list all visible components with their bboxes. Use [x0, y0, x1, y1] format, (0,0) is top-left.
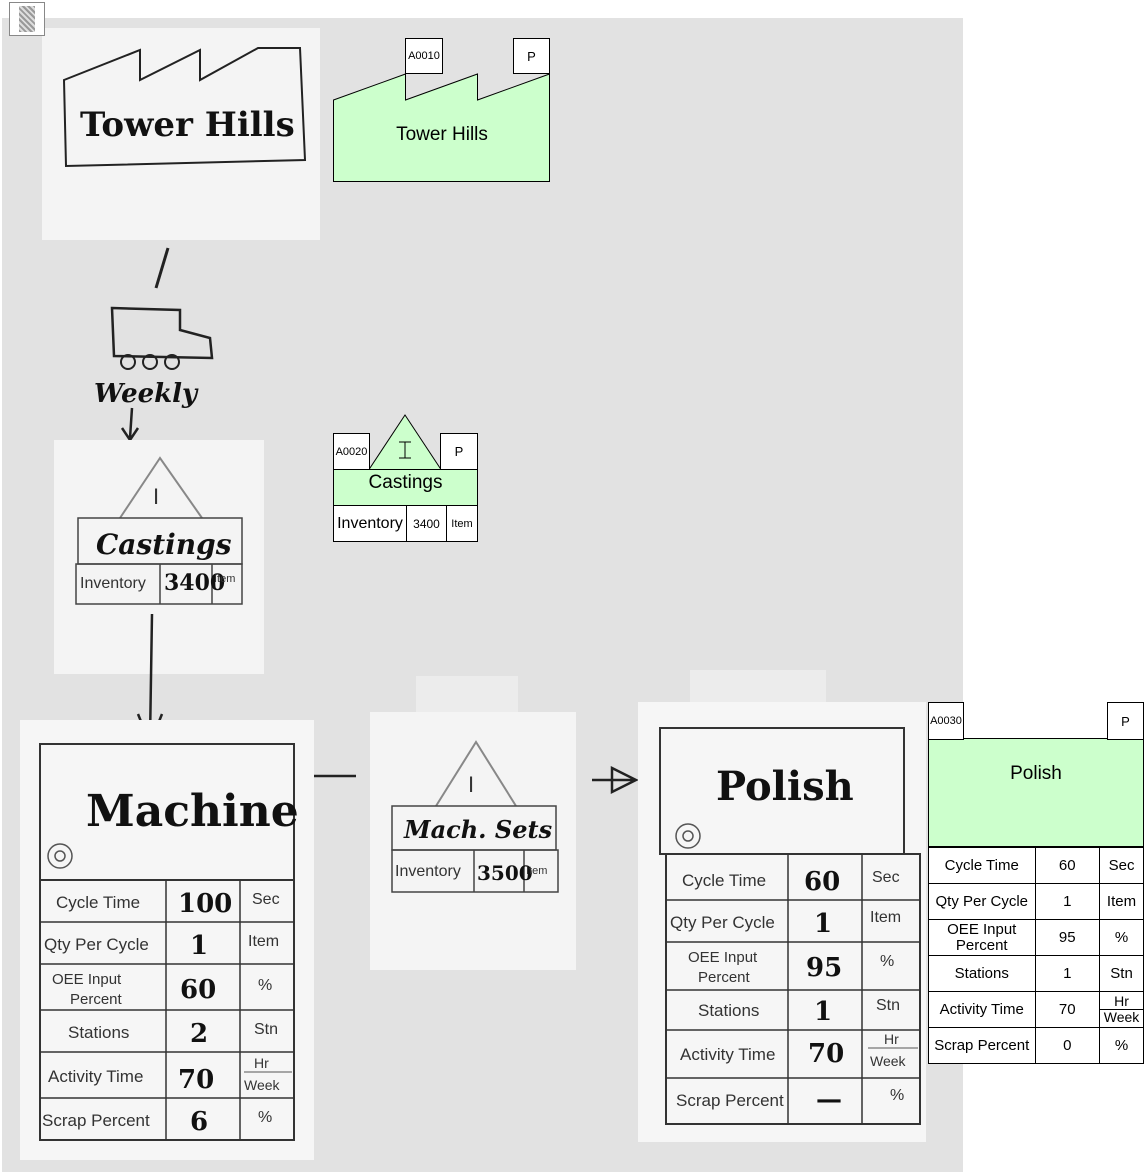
svg-text:Percent: Percent: [70, 991, 123, 1008]
photo-mach-sets-note: I Mach. Sets Inventory 3500 Item: [370, 676, 576, 970]
svg-text:Castings: Castings: [96, 528, 232, 561]
table-row: OEE Input Percent 95 %: [929, 920, 1144, 956]
svg-text:Activity Time: Activity Time: [680, 1045, 775, 1064]
row-value: 95: [1035, 920, 1100, 956]
svg-text:Qty Per Cycle: Qty Per Cycle: [670, 913, 775, 932]
row-label: Stations: [929, 956, 1036, 992]
row-value: 1: [1035, 884, 1100, 920]
inventory-unit: Item: [446, 505, 478, 542]
svg-text:Week: Week: [244, 1077, 281, 1093]
process-header: [928, 738, 1144, 847]
row-unit: %: [1100, 920, 1144, 956]
svg-text:Sec: Sec: [872, 869, 900, 886]
picture-icon: [9, 2, 45, 36]
svg-text:%: %: [890, 1087, 904, 1104]
process-data-table: Cycle Time 60 Sec Qty Per Cycle 1 Item O…: [928, 847, 1144, 1064]
svg-text:Stations: Stations: [68, 1023, 129, 1042]
row-label: Scrap Percent: [929, 1028, 1036, 1064]
svg-text:3500: 3500: [477, 861, 533, 885]
photo-weekly-label: Weekly: [94, 379, 199, 409]
svg-text:60: 60: [180, 975, 216, 1005]
svg-text:Hr: Hr: [884, 1031, 899, 1047]
supplier-flag-tag: P: [513, 38, 550, 74]
photo-machine-note: Machine Cycle Time 100 Sec Qty Per Cycle…: [20, 720, 314, 1160]
svg-text:Sec: Sec: [252, 891, 280, 908]
inventory-flag-tag: P: [440, 433, 478, 470]
svg-text:Inventory: Inventory: [395, 863, 461, 880]
row-unit: Sec: [1100, 848, 1144, 884]
svg-text:%: %: [258, 1109, 272, 1126]
svg-text:OEE Input: OEE Input: [52, 971, 122, 988]
svg-text:Polish: Polish: [716, 763, 854, 810]
svg-text:Item: Item: [870, 909, 901, 926]
photo-supplier-name: Tower Hills: [80, 105, 295, 145]
svg-text:Item: Item: [214, 573, 235, 585]
table-row: Qty Per Cycle 1 Item: [929, 884, 1144, 920]
unit-bottom: Week: [1100, 1009, 1143, 1025]
row-label: Activity Time: [929, 992, 1036, 1028]
svg-text:Scrap Percent: Scrap Percent: [676, 1091, 784, 1110]
row-label: Qty Per Cycle: [929, 884, 1036, 920]
svg-text:60: 60: [804, 867, 840, 897]
svg-text:OEE Input: OEE Input: [688, 949, 758, 966]
row-value: 70: [1035, 992, 1100, 1028]
row-value: 1: [1035, 956, 1100, 992]
table-row: Stations 1 Stn: [929, 956, 1144, 992]
svg-text:I: I: [153, 484, 159, 509]
svg-text:1: 1: [190, 931, 208, 961]
svg-text:%: %: [880, 953, 894, 970]
svg-text:Mach. Sets: Mach. Sets: [403, 815, 553, 844]
row-value: 60: [1035, 848, 1100, 884]
table-row: Scrap Percent 0 %: [929, 1028, 1144, 1064]
inventory-value: 3400: [406, 505, 447, 542]
table-row: Cycle Time 60 Sec: [929, 848, 1144, 884]
svg-text:Week: Week: [870, 1053, 907, 1069]
supplier-id-tag: A0010: [405, 38, 443, 74]
svg-text:Stn: Stn: [876, 997, 900, 1014]
row-label: Cycle Time: [929, 848, 1036, 884]
svg-text:Stn: Stn: [254, 1021, 278, 1038]
svg-text:Cycle Time: Cycle Time: [682, 871, 766, 890]
svg-text:Machine: Machine: [86, 786, 299, 837]
inventory-name: Castings: [333, 472, 478, 494]
row-label: OEE Input Percent: [929, 920, 1036, 956]
svg-text:Inventory: Inventory: [80, 575, 146, 592]
svg-text:2: 2: [190, 1019, 208, 1049]
svg-text:Item: Item: [526, 865, 547, 877]
row-unit: Hr Week: [1100, 992, 1144, 1028]
svg-text:Item: Item: [248, 933, 279, 950]
photo-polish-note: Polish Cycle Time 60 Sec Qty Per Cycle 1…: [638, 670, 926, 1142]
svg-text:Qty Per Cycle: Qty Per Cycle: [44, 935, 149, 954]
svg-text:Hr: Hr: [254, 1055, 269, 1071]
photo-supplier-note: Tower Hills: [42, 28, 320, 240]
svg-text:—: —: [816, 1085, 842, 1115]
photo-castings-note: I Castings Inventory 3400 Item: [54, 440, 264, 674]
svg-text:I: I: [468, 772, 474, 797]
row-value: 0: [1035, 1028, 1100, 1064]
svg-text:100: 100: [178, 889, 232, 919]
svg-text:Cycle Time: Cycle Time: [56, 893, 140, 912]
svg-text:Activity Time: Activity Time: [48, 1067, 143, 1086]
row-unit: Stn: [1100, 956, 1144, 992]
svg-text:Percent: Percent: [698, 969, 751, 986]
svg-text:%: %: [258, 977, 272, 994]
inventory-id-tag: A0020: [333, 433, 370, 470]
svg-text:Scrap Percent: Scrap Percent: [42, 1111, 150, 1130]
svg-text:70: 70: [178, 1065, 214, 1095]
process-name: Polish: [928, 763, 1144, 785]
table-row: Activity Time 70 Hr Week: [929, 992, 1144, 1028]
supplier-name: Tower Hills: [333, 124, 551, 146]
process-id-tag: A0030: [928, 702, 964, 740]
row-unit: Item: [1100, 884, 1144, 920]
process-flag-tag: P: [1107, 702, 1144, 740]
svg-text:Stations: Stations: [698, 1001, 759, 1020]
svg-text:1: 1: [814, 997, 832, 1027]
inventory-label: Inventory: [333, 505, 407, 542]
svg-text:1: 1: [814, 909, 832, 939]
svg-text:95: 95: [806, 953, 842, 983]
svg-text:6: 6: [190, 1107, 208, 1137]
row-unit: %: [1100, 1028, 1144, 1064]
svg-text:70: 70: [808, 1039, 844, 1069]
unit-top: Hr: [1100, 994, 1143, 1009]
